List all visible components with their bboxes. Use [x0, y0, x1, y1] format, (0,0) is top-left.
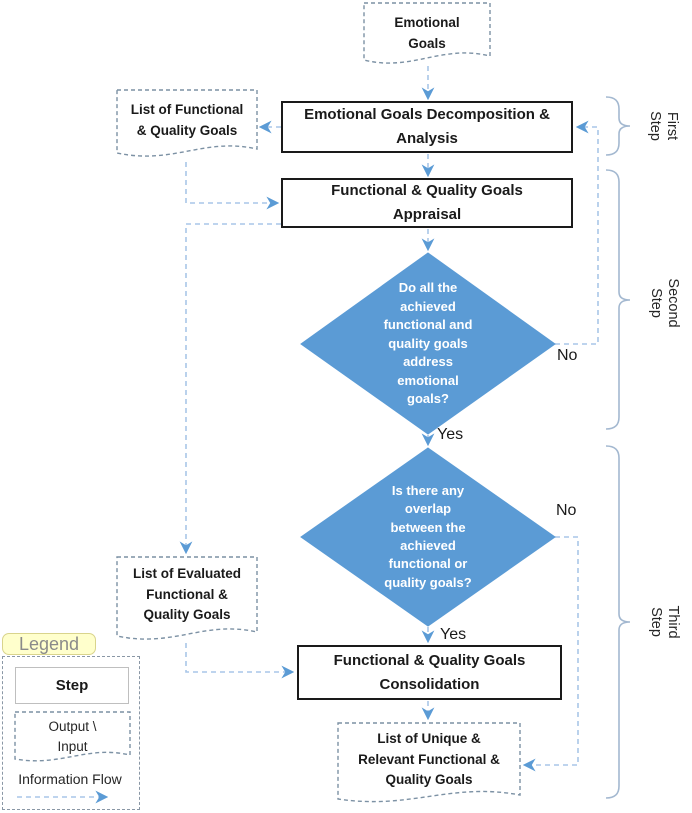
third-step-bracket: [605, 445, 631, 799]
evaluated-list-node: List of Evaluated Functional & Quality G…: [132, 565, 242, 623]
decision-address-diamond: [300, 252, 556, 435]
unique-list-node: List of Unique & Relevant Functional & Q…: [358, 730, 500, 788]
legend-output-input-shape: [14, 711, 131, 762]
unique-list-doc-shape: [337, 722, 521, 803]
flow-evaluated-list-to-consolidation: [185, 643, 295, 679]
decision-overlap-yes-label: Yes: [440, 626, 467, 643]
third-step-label: Third Step: [648, 605, 682, 639]
decision-overlap-label: Is there any overlap between the achieve…: [384, 482, 472, 590]
emotional-goals-doc-shape: [363, 2, 491, 64]
appraisal-step-node: Functional & Quality Goals Appraisal: [281, 178, 573, 228]
first-step-bracket: [605, 96, 631, 156]
first-step-label: First Step: [647, 111, 681, 141]
legend-output-input-item: Output \ Input: [48, 718, 97, 754]
legend-step-item: Step: [15, 667, 129, 704]
flow-functional-list-to-appraisal: [185, 162, 280, 210]
flow-decision-overlap-no: [522, 536, 579, 772]
flow-appraisal-to-evaluated-list: [179, 223, 281, 555]
functional-list-doc-shape: [116, 89, 258, 157]
decision-address-yes-label: Yes: [437, 426, 464, 443]
legend-information-flow-item: Information Flow: [18, 771, 122, 787]
second-step-label: Second Step: [648, 278, 682, 328]
functional-list-node: List of Functional & Quality Goals: [130, 102, 244, 138]
decision-address-no-label: No: [557, 347, 578, 364]
consolidation-step-node: Functional & Quality Goals Consolidation: [297, 645, 562, 700]
evaluated-list-doc-shape: [116, 556, 258, 640]
legend-title: Legend: [2, 633, 96, 655]
decision-address-label: Do all the achieved functional and quali…: [383, 280, 473, 407]
decision-overlap-no-label: No: [556, 502, 577, 519]
legend-panel: [2, 656, 140, 810]
emotional-goals-node: Emotional Goals: [394, 15, 460, 51]
decomposition-step-node: Emotional Goals Decomposition & Analysis: [281, 101, 573, 153]
second-step-bracket: [605, 169, 631, 430]
decision-overlap-diamond: [300, 447, 556, 627]
flow-decision-address-no-return: [555, 120, 599, 345]
